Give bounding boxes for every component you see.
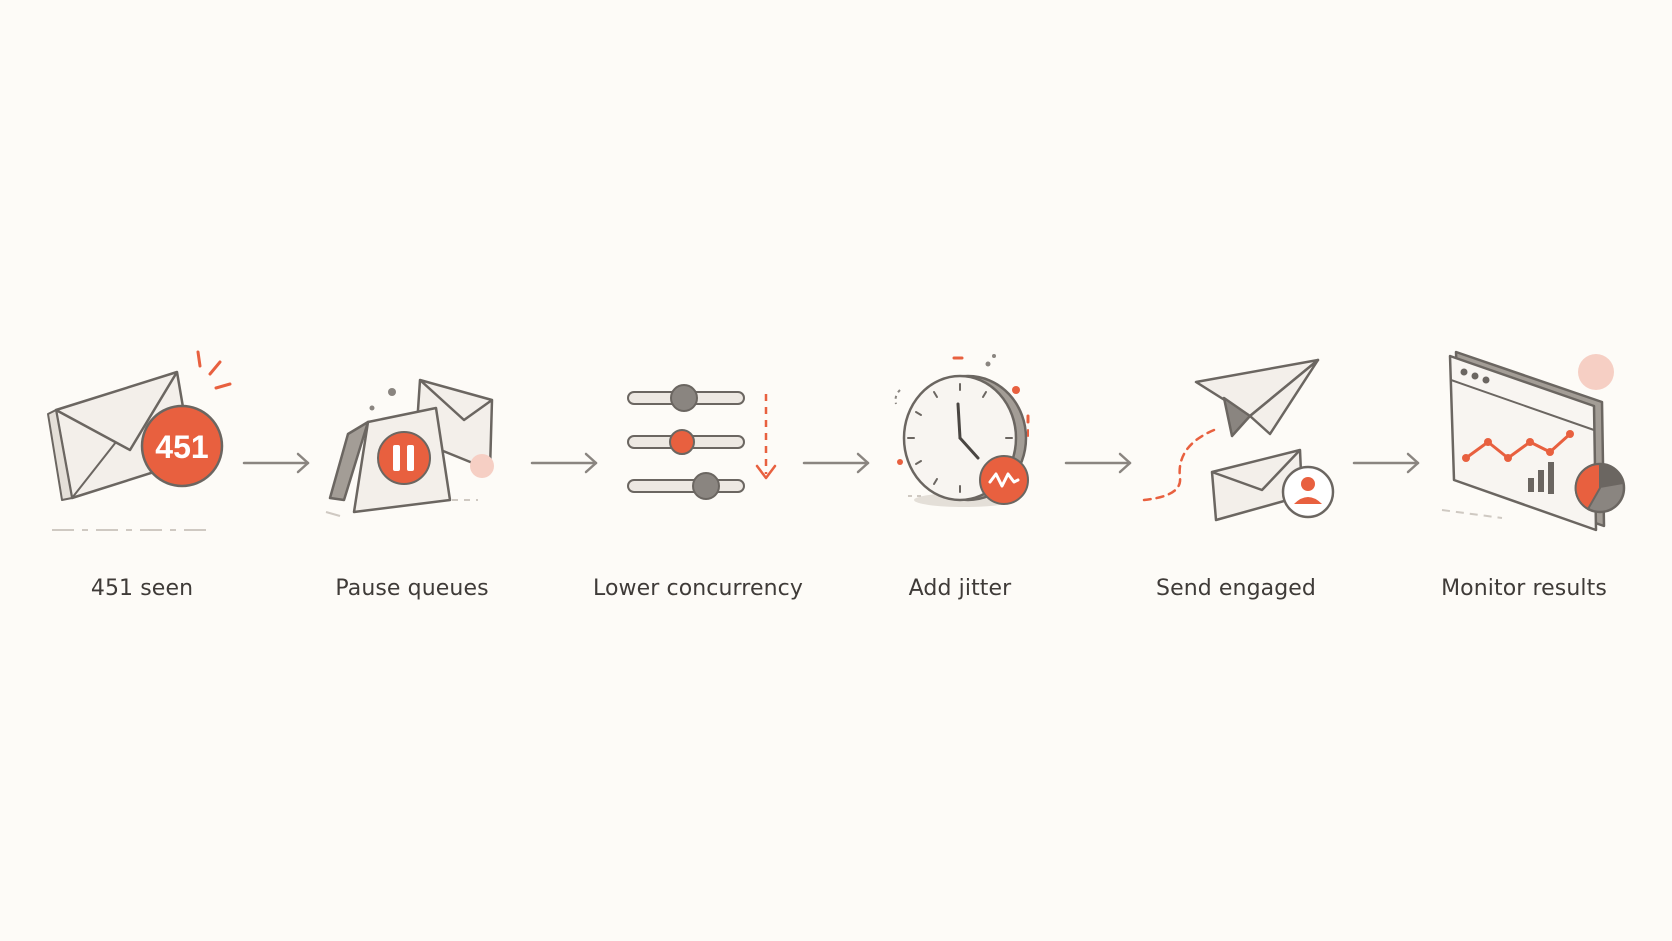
step-lower-concurrency: Lower concurrency: [568, 350, 828, 620]
arrow-right-icon: [242, 452, 310, 474]
step-label: Send engaged: [1156, 576, 1316, 601]
dashboard-chart-icon: [1441, 350, 1626, 532]
arrow-right-icon: [530, 452, 598, 474]
step-send-engaged: Send engaged: [1106, 350, 1366, 620]
clock-with-jitter-icon: [894, 354, 1030, 507]
error-badge-text: 451: [155, 429, 208, 465]
step-label: Pause queues: [335, 576, 489, 601]
step-label: Add jitter: [908, 576, 1012, 601]
step-label: Lower concurrency: [593, 576, 803, 601]
step-451-seen: 451 451 seen: [12, 350, 272, 620]
arrow-right-icon: [1352, 452, 1420, 474]
step-label: 451 seen: [90, 576, 194, 601]
concurrency-sliders-icon: [627, 384, 777, 500]
step-label: Monitor results: [1441, 576, 1607, 601]
arrow-right-icon: [1064, 452, 1132, 474]
paper-plane-to-user-icon: [1142, 358, 1335, 522]
step-add-jitter: Add jitter: [830, 350, 1090, 620]
arrow-right-icon: [802, 452, 870, 474]
envelope-with-451-badge-icon: 451: [47, 350, 232, 531]
step-monitor-results: Monitor results: [1394, 350, 1654, 620]
pause-sign-icon: [325, 378, 494, 517]
step-pause-queues: Pause queues: [282, 350, 542, 620]
